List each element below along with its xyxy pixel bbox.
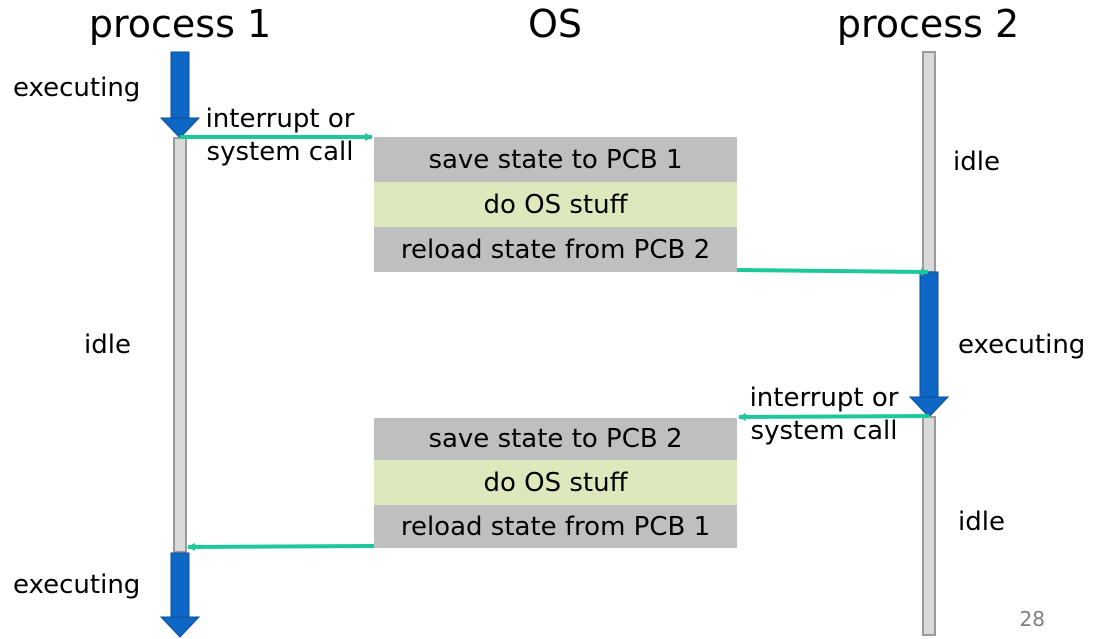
- process1-idle-label: idle: [84, 330, 131, 360]
- process2-idle-bar-bottom: [922, 416, 936, 636]
- process2-idle-bar-top: [922, 51, 936, 273]
- os-step-reload-state: reload state from PCB 2: [374, 227, 737, 272]
- process1-executing-arrow-top: [159, 51, 201, 139]
- transition1-label-line2: system call: [206, 137, 354, 167]
- arrow-os-to-process2: [736, 267, 929, 276]
- process1-idle-bar: [173, 137, 187, 553]
- process2-executing-arrow: [908, 271, 950, 418]
- transition2-label-line2: system call: [750, 416, 898, 446]
- process1-executing-arrow-bottom: [159, 552, 201, 638]
- transition2-label-line1: interrupt or: [749, 383, 899, 413]
- process2-idle-label-bottom: idle: [958, 507, 1005, 537]
- os-step-reload-state: reload state from PCB 1: [374, 505, 737, 548]
- process1-header: process 1: [88, 2, 272, 46]
- page-number: 28: [1019, 607, 1045, 631]
- arrow-os-to-process1: [187, 542, 375, 551]
- os-step-do-os-stuff: do OS stuff: [374, 182, 737, 227]
- process2-idle-label-top: idle: [953, 147, 1000, 177]
- process1-executing-label-top: executing: [13, 73, 141, 103]
- transition1-label-line1: interrupt or: [205, 104, 355, 134]
- os-step-save-state: save state to PCB 2: [374, 418, 737, 460]
- process2-header: process 2: [836, 2, 1020, 46]
- process2-executing-label: executing: [958, 330, 1086, 360]
- os-step-do-os-stuff: do OS stuff: [374, 460, 737, 505]
- os-header: OS: [527, 2, 583, 46]
- os-step-save-state: save state to PCB 1: [374, 137, 737, 182]
- process1-executing-label-bottom: executing: [13, 570, 141, 600]
- arrow-process2-to-os: [738, 412, 930, 421]
